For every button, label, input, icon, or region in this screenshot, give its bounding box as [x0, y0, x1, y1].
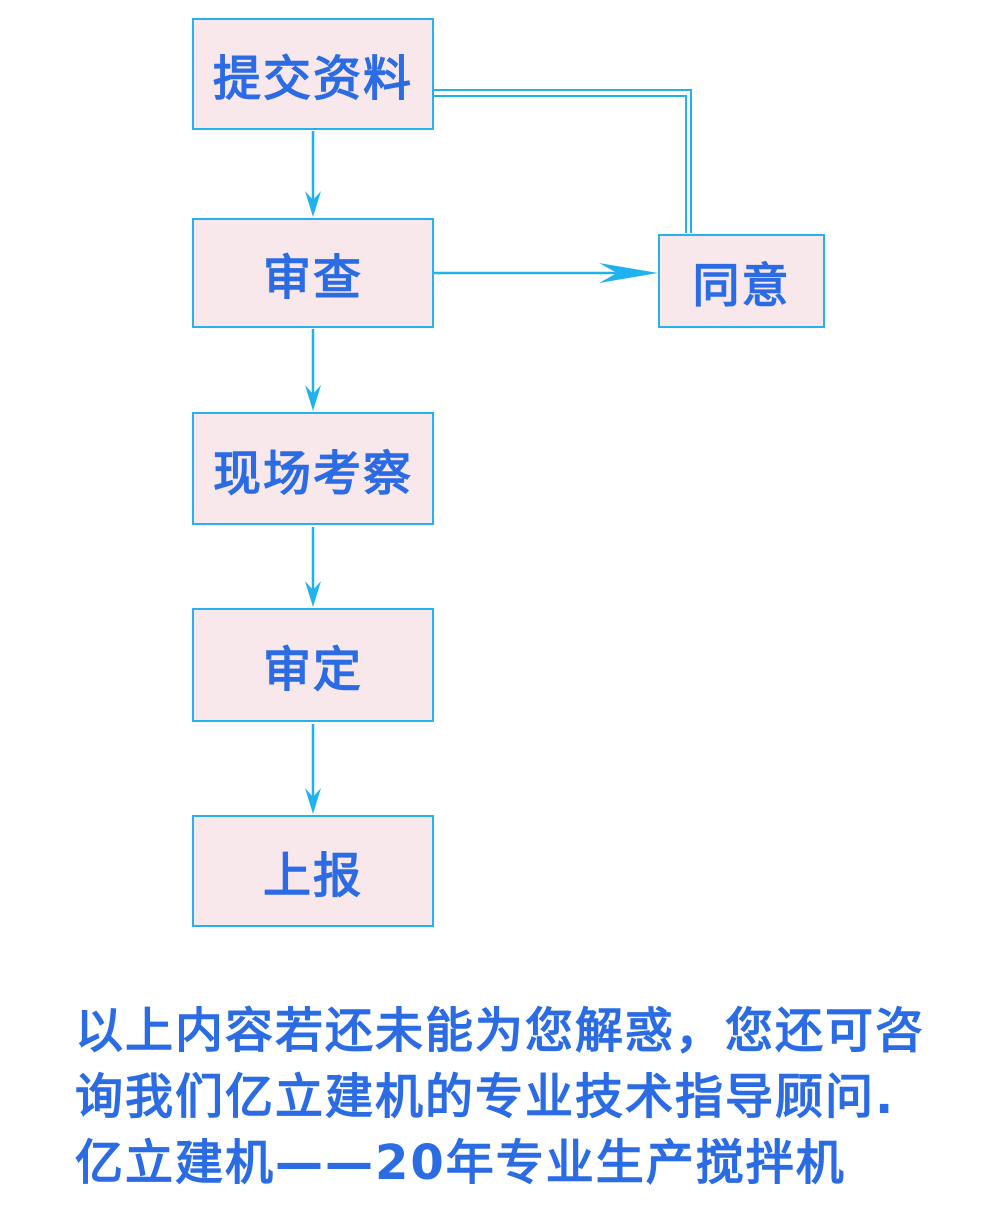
flow-node-inspect: 现场考察 — [192, 412, 434, 525]
flow-node-review: 审查 — [192, 218, 434, 328]
double-line-inner — [434, 95, 687, 233]
flow-node-submit-label: 提交资料 — [212, 51, 413, 107]
arrow-inspect-approve-head — [305, 581, 321, 607]
footer-text: 以上内容若还未能为您解惑，您还可咨 询我们亿立建机的专业技术指导顾问. 亿立建机… — [75, 998, 975, 1196]
arrow-approve-report-head — [305, 788, 321, 814]
footer-line-3: 亿立建机——20年专业生产搅拌机 — [75, 1135, 846, 1191]
flow-node-report: 上报 — [192, 815, 434, 927]
flow-node-report-label: 上报 — [262, 848, 363, 904]
flow-node-agree: 同意 — [658, 234, 825, 328]
arrow-submit-review-head — [305, 191, 321, 217]
flow-node-submit: 提交资料 — [192, 18, 434, 130]
double-line-outer — [434, 89, 692, 233]
footer-line-1: 以上内容若还未能为您解惑，您还可咨 — [75, 1003, 926, 1059]
arrow-review-agree-head — [599, 263, 658, 283]
flow-node-review-label: 审查 — [262, 250, 363, 306]
flow-node-approve-label: 审定 — [262, 642, 363, 698]
arrow-review-inspect-head — [305, 385, 321, 411]
flow-node-approve: 审定 — [192, 608, 434, 722]
flow-node-inspect-label: 现场考察 — [212, 445, 413, 502]
footer-line-2: 询我们亿立建机的专业技术指导顾问. — [75, 1069, 896, 1125]
flow-node-agree-label: 同意 — [692, 258, 791, 314]
